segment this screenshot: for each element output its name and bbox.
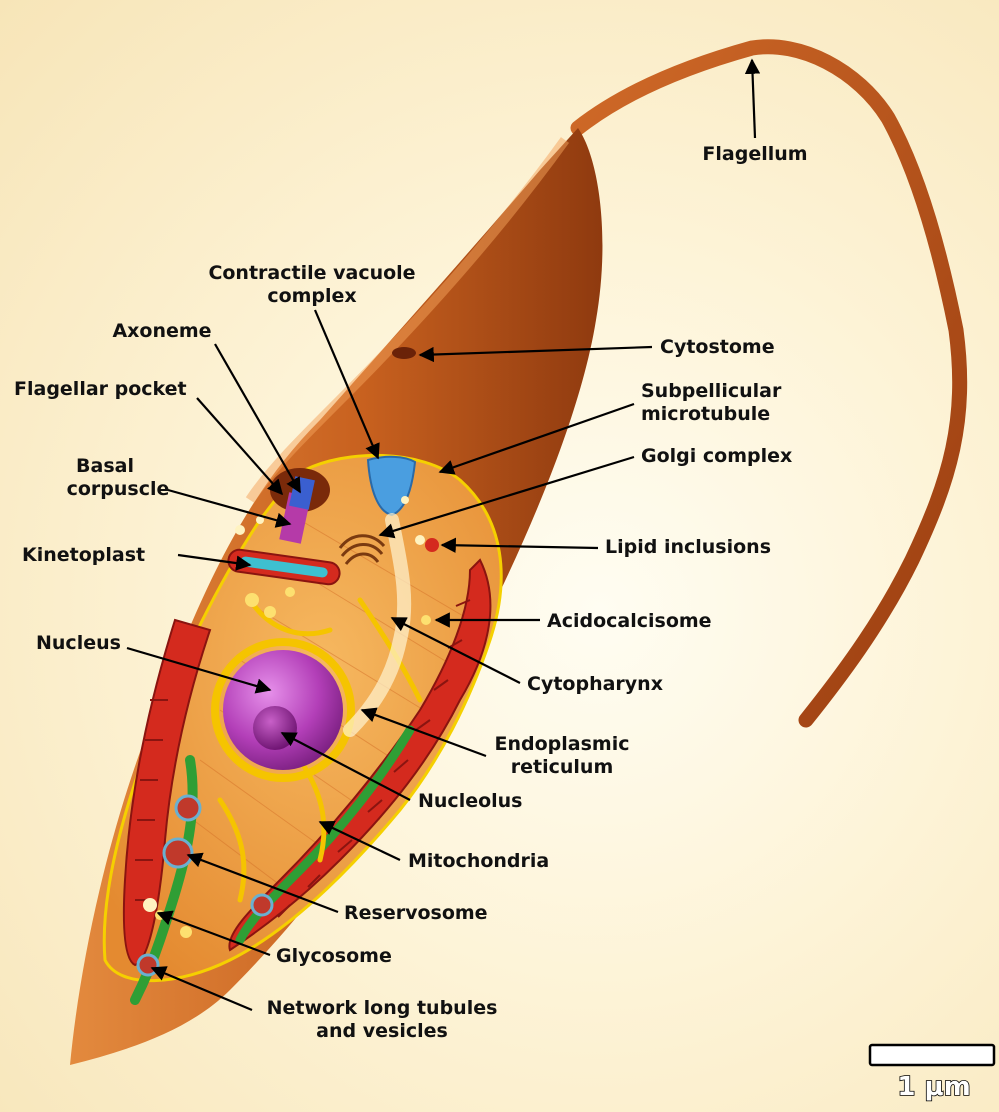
label-subpellicular-2: microtubule (641, 403, 770, 425)
label-golgi: Golgi complex (641, 445, 792, 467)
label-er-2: reticulum (511, 756, 613, 778)
label-acidocalcisome: Acidocalcisome (547, 610, 712, 632)
label-nucleus: Nucleus (36, 632, 121, 654)
label-mitochondria: Mitochondria (408, 850, 549, 872)
label-contractile-vacuole-2: complex (267, 285, 356, 307)
leader-flagellar-pocket (197, 398, 282, 494)
label-flagellum: Flagellum (702, 143, 807, 165)
label-lipid: Lipid inclusions (605, 536, 771, 558)
label-cytopharynx: Cytopharynx (527, 673, 663, 695)
leader-axoneme (215, 344, 300, 492)
label-basal-corpuscle-2: corpuscle (67, 478, 170, 500)
scale-bar-label: 1 μm (897, 1072, 970, 1102)
nucleolus-shape (253, 706, 297, 750)
scale-bar (870, 1045, 994, 1065)
label-er-1: Endoplasmic (495, 733, 630, 755)
cytostome-shape (392, 347, 416, 359)
label-glycosome: Glycosome (276, 945, 392, 967)
label-axoneme: Axoneme (112, 320, 211, 342)
label-kinetoplast: Kinetoplast (22, 544, 145, 566)
label-network-2: and vesicles (316, 1020, 448, 1042)
label-network-1: Network long tubules (267, 997, 498, 1019)
label-contractile-vacuole-1: Contractile vacuole (208, 262, 415, 284)
label-basal-corpuscle-1: Basal (76, 455, 134, 477)
label-reservosome: Reservosome (344, 902, 488, 924)
label-flagellar-pocket: Flagellar pocket (14, 378, 187, 400)
leader-flagellum (752, 60, 755, 138)
label-nucleolus: Nucleolus (418, 790, 523, 812)
label-cytostome: Cytostome (660, 336, 775, 358)
label-subpellicular-1: Subpellicular (641, 380, 781, 402)
